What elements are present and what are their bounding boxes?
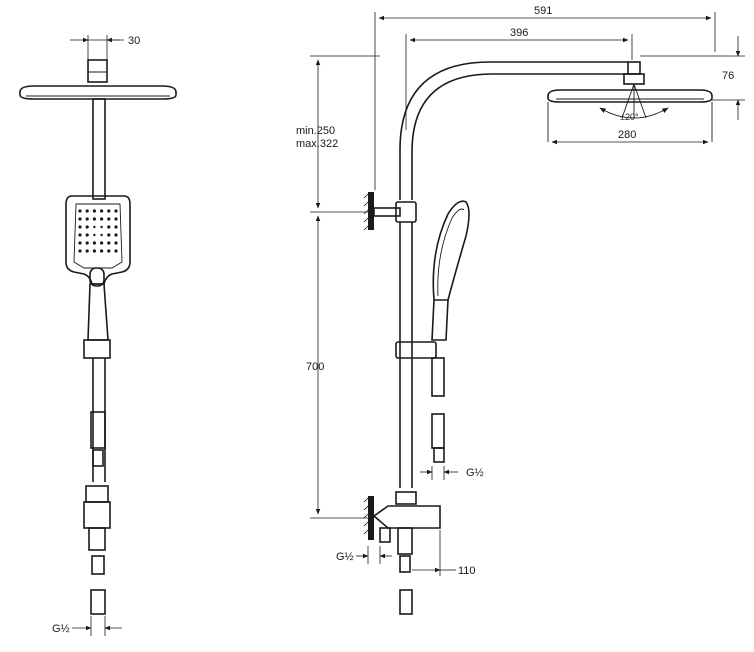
side-thread-dimension: G½	[336, 546, 392, 564]
nozzle-dot	[114, 233, 118, 237]
front-view: 30	[19, 35, 177, 636]
nozzle-dot	[100, 225, 103, 229]
bar-length-label: 700	[306, 361, 324, 373]
head-height-dimension: 76	[640, 36, 745, 120]
side-hose-segment	[431, 413, 445, 449]
side-thread-label: G½	[336, 551, 354, 563]
side-view: 591 396 76	[296, 5, 745, 615]
total-reach-dimension: 591	[374, 5, 716, 190]
front-inlet-connector	[90, 589, 106, 615]
nozzle-dot	[107, 241, 111, 245]
nozzle-dot	[85, 225, 89, 229]
nozzle-dot	[85, 241, 89, 245]
front-bracket-top	[85, 485, 109, 503]
nozzle-dot	[107, 209, 111, 213]
nozzle-dot	[114, 209, 118, 213]
nozzle-dot	[78, 233, 82, 237]
nozzle-dot	[92, 209, 96, 213]
nozzle-dot	[78, 241, 82, 245]
front-inlet-nipple	[91, 555, 105, 575]
front-handle	[87, 283, 109, 341]
nozzle-dot	[107, 249, 111, 253]
bar-length-dimension: 700	[306, 215, 370, 519]
outlet-spacing-dimension: 110	[412, 530, 476, 577]
upper-wall-bracket	[363, 192, 417, 231]
side-hand-shower	[431, 200, 470, 341]
nozzle-dot	[93, 225, 96, 229]
front-riser	[92, 98, 106, 200]
nozzle-dot	[78, 209, 82, 213]
nozzle-dot	[85, 249, 89, 253]
hose-thread-label: G½	[466, 467, 484, 479]
arm-reach-dimension: 396	[405, 27, 633, 130]
nozzle-dot	[78, 217, 82, 221]
nut-width-dimension: 30	[70, 35, 140, 60]
nozzle-dot	[107, 217, 111, 221]
head-swivel	[623, 73, 645, 85]
side-hose-top	[431, 357, 445, 397]
front-thread-dimension: G½	[52, 616, 122, 636]
tilt-angle-label: ±20°	[620, 112, 639, 122]
nozzle-grid	[78, 209, 118, 253]
height-adjust-dimension: min.250 max.322	[296, 55, 380, 213]
adjust-max-label: max.322	[296, 138, 338, 150]
total-reach-label: 591	[534, 5, 552, 17]
front-hand-shower	[65, 195, 131, 287]
nozzle-dot	[78, 225, 82, 229]
nozzle-dot	[100, 217, 104, 221]
nozzle-dot	[92, 249, 96, 253]
nut-width-label: 30	[128, 35, 140, 47]
nozzle-dot	[85, 209, 89, 213]
nozzle-dot	[114, 249, 118, 253]
front-diverter	[83, 501, 111, 529]
nozzle-dot	[107, 225, 111, 229]
head-nut	[87, 59, 108, 83]
nozzle-dot	[107, 233, 111, 237]
outlet-spacing-label: 110	[458, 565, 476, 577]
nozzle-dot	[114, 241, 118, 245]
nozzle-dot	[92, 217, 96, 221]
head-diameter-label: 280	[618, 129, 636, 141]
head-joint	[627, 61, 641, 75]
front-thread-label: G½	[52, 623, 70, 635]
hose-thread-dimension: G½	[420, 466, 484, 480]
head-diameter-dimension: 280	[551, 129, 709, 145]
nozzle-dot	[93, 233, 96, 237]
nozzle-dot	[85, 233, 89, 237]
arm-reach-label: 396	[510, 27, 528, 39]
nozzle-dot	[114, 217, 118, 221]
front-head-shower	[19, 85, 177, 100]
tilt-angle-indicator: ±20°	[599, 83, 669, 122]
adjust-min-label: min.250	[296, 125, 335, 137]
nozzle-dot	[100, 233, 103, 237]
nozzle-dot	[92, 241, 96, 245]
side-inlet-connector	[399, 589, 413, 615]
nozzle-dot	[100, 249, 104, 253]
front-slider	[83, 339, 111, 359]
side-slider	[395, 341, 437, 359]
side-inlet-nipple	[399, 555, 411, 573]
front-elbow	[88, 527, 106, 551]
nozzle-dot	[114, 225, 118, 229]
nozzle-dot	[100, 241, 104, 245]
lower-wall-bracket	[363, 491, 441, 555]
shower-arm	[399, 61, 628, 200]
side-slide-bar	[399, 222, 413, 488]
front-hose-segment	[90, 411, 106, 449]
head-height-label: 76	[722, 70, 734, 82]
side-head-shower	[547, 89, 713, 142]
nozzle-dot	[78, 249, 82, 253]
nozzle-dot	[100, 209, 104, 213]
nozzle-dot	[85, 217, 89, 221]
